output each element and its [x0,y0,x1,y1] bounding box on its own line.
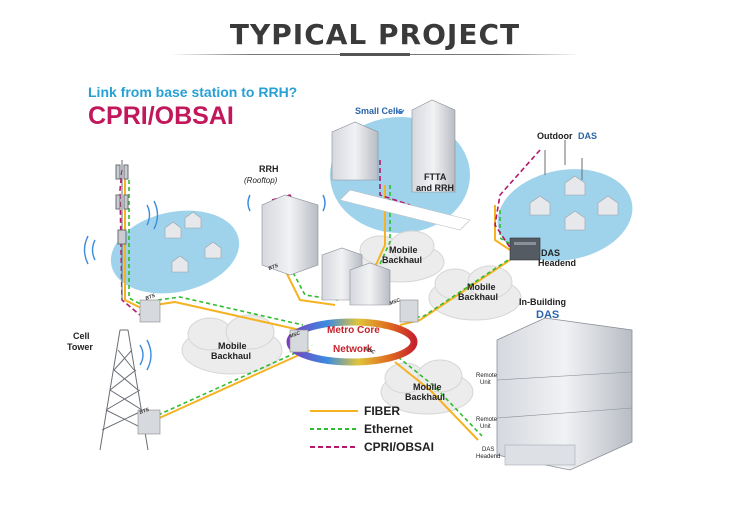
coverage-cell-tower [110,210,240,294]
label-rooftop: (Rooftop) [244,176,278,185]
label-backhaul-left: Backhaul [211,351,251,361]
label-cell: Cell [73,331,90,341]
label-msc-1: MSC [289,330,302,340]
label-backhaul-bottom: Backhaul [405,392,445,402]
metro-core-buildings [321,247,391,306]
houses-cell-tower-area [164,211,222,273]
das-headend-box [509,237,541,261]
cell-tower-top [115,160,129,300]
label-tower: Tower [67,342,93,352]
label-ftta: FTTA [424,172,447,182]
label-msc-3: MSC [363,346,376,356]
label-and-rrh: and RRH [416,183,454,193]
intro-question: Link from base station to RRH? [88,84,298,100]
label-remote-2: Remote [476,417,498,423]
legend-label-2: CPRI/OBSAI [364,440,434,454]
header: TYPICAL PROJECT [0,0,750,70]
buildings [164,99,633,471]
label-remote-1: Remote [476,373,498,379]
label-bts-2: BTS [139,407,151,416]
towers [99,140,583,451]
label-outdoor: Outdoor [537,131,573,141]
rrh-rooftop-building [261,194,319,276]
label-backhaul-right: Backhaul [458,292,498,302]
label-mobile-top: Mobile [389,245,418,255]
label-mobile-left: Mobile [218,341,247,351]
houses-outdoor-das-area [529,175,619,231]
label-small-cells: Small Cells [355,106,403,116]
cell-tower-lattice [99,329,149,451]
label-msc-2: MSC [389,297,402,307]
label-outdoor-das: DAS [578,131,597,141]
label-rrh: RRH [259,164,279,174]
label-das-bottom-1: DAS [482,447,494,453]
label-in-building: In-Building [519,297,566,307]
label-mobile-bottom: Mobile [413,382,442,392]
cloud-mobile-backhaul-left [181,314,283,375]
legend-label-1: Ethernet [364,422,413,436]
title-underline-accent [340,53,410,56]
signal-waves [83,109,405,371]
small-cells-buildings [331,99,471,231]
label-metro-core: Metro Core [327,325,380,336]
label-bts-1: BTS [145,293,157,302]
legend-label-0: FIBER [364,404,400,418]
page-title: TYPICAL PROJECT [229,18,521,51]
label-in-building-das: DAS [536,309,559,321]
in-building-das-building [496,317,633,471]
label-das-bottom-2: Headend [476,454,500,460]
label-mobile-right: Mobile [467,282,496,292]
label-unit-2: Unit [480,424,491,430]
outdoor-das-antennas [544,140,583,180]
label-bts-3: BTS [268,263,280,272]
label-backhaul-top: Backhaul [382,255,422,265]
label-metro-network: Network [333,344,373,355]
diagram-labels: Small Cells RRH (Rooftop) FTTA and RRH O… [67,106,597,460]
intro-protocol: CPRI/OBSAI [88,102,234,130]
label-das-headend-1: DAS [541,248,560,258]
label-unit-1: Unit [480,380,491,386]
equipment [137,299,419,435]
label-das-headend-2: Headend [538,258,576,268]
